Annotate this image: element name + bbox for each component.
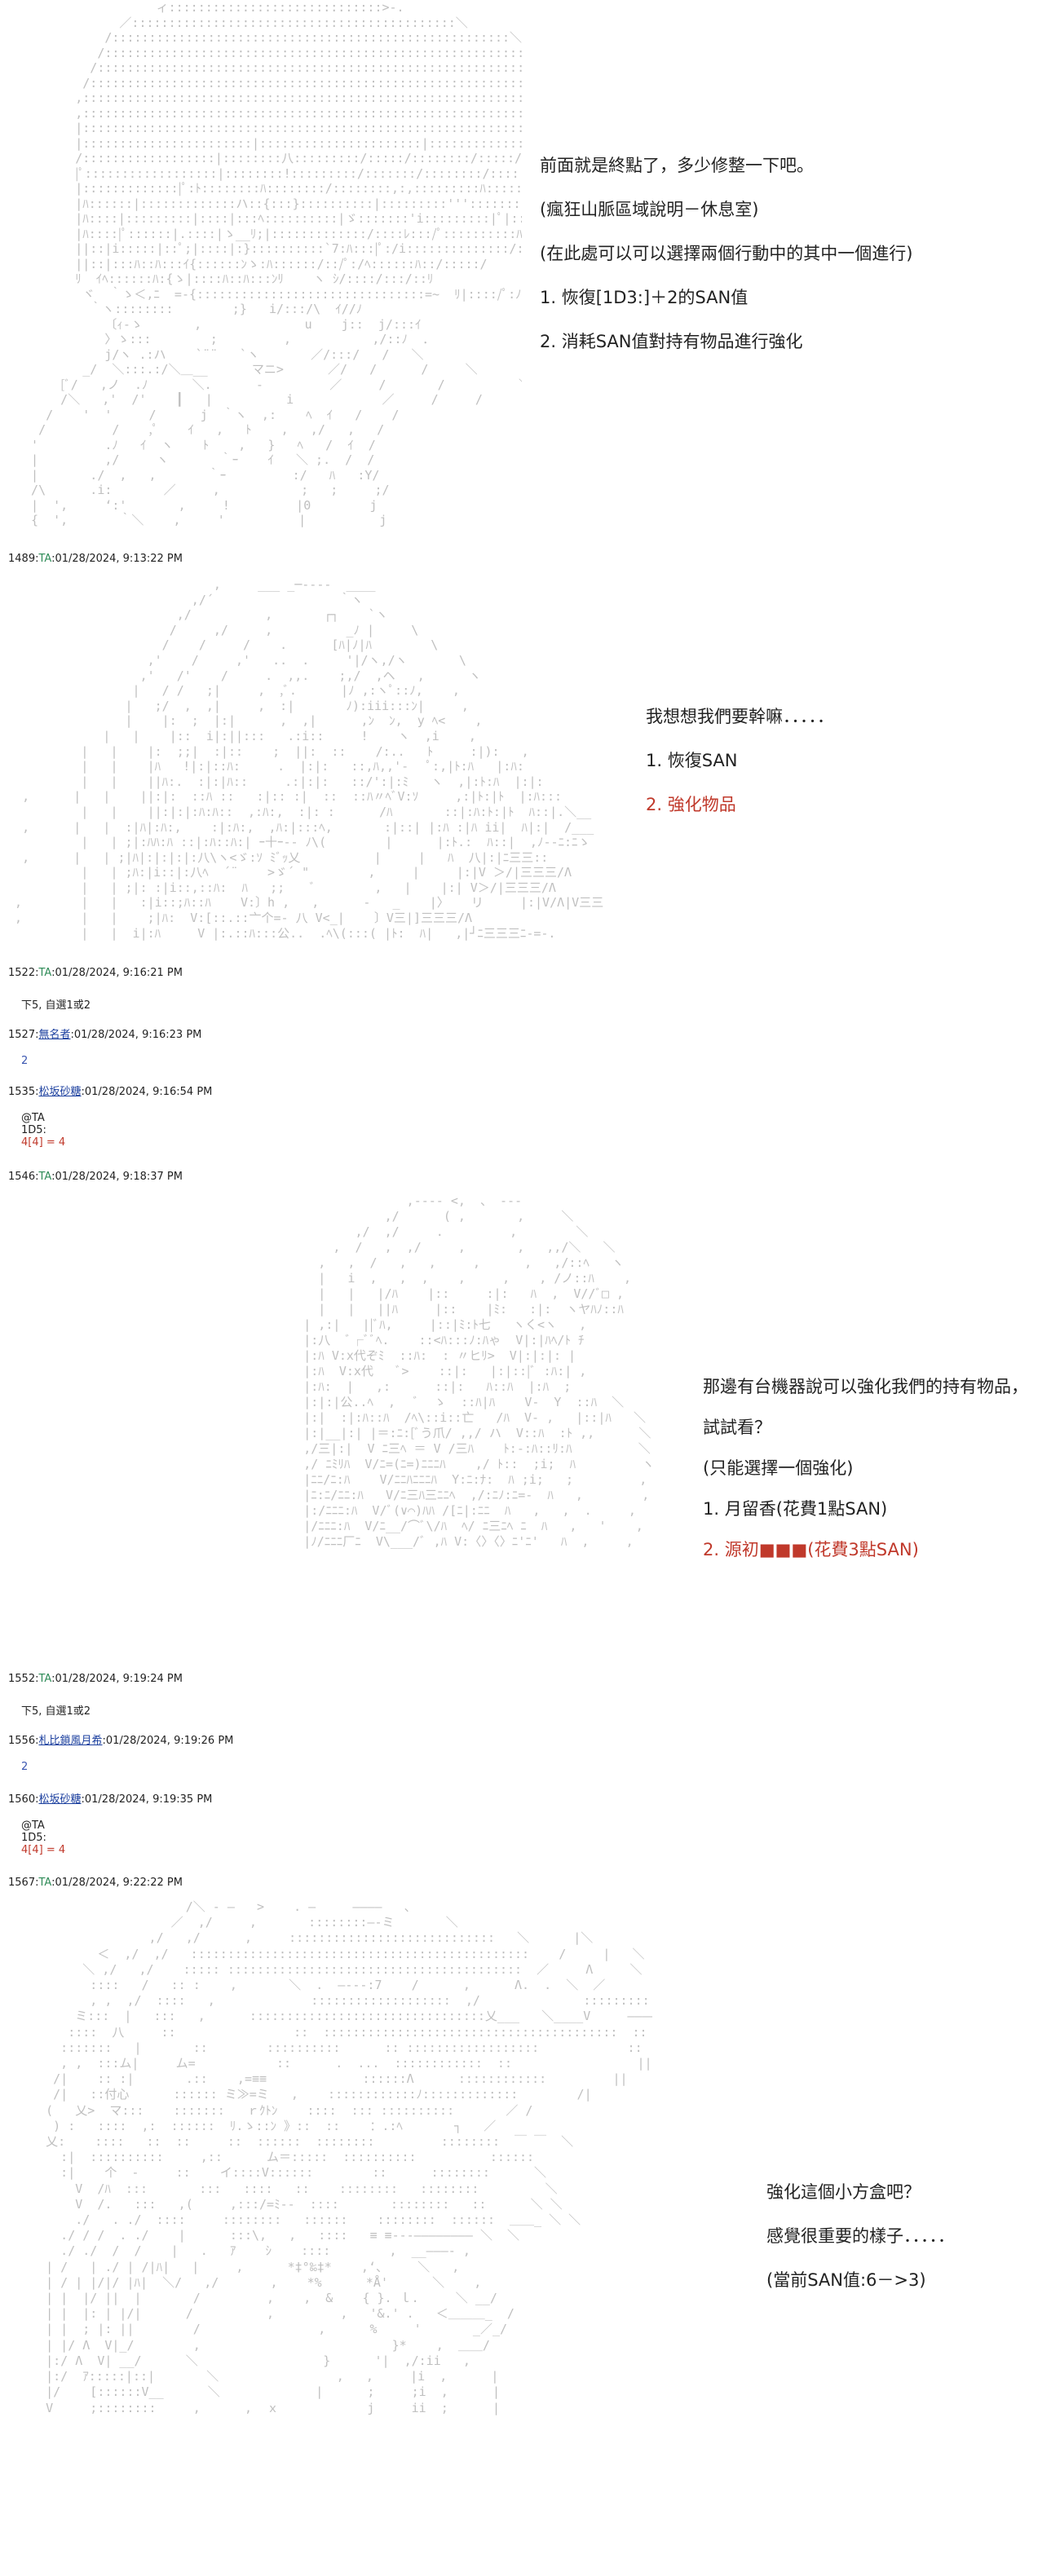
post-time: :01/28/2024, 9:19:26 PM: [102, 1735, 234, 1747]
narration-line-selected: 2. 源初■■■(花費3點SAN): [703, 1540, 919, 1559]
narration-line: 那邊有台機器說可以強化我們的持有物品，: [703, 1377, 1028, 1396]
dice-command: 1D5:: [21, 1124, 46, 1136]
narration-line: 2. 消耗SAN值對持有物品進行強化: [540, 332, 803, 351]
dice-command: 1D5:: [21, 1832, 46, 1844]
post-header: 1560:松坂砂糖:01/28/2024, 9:19:35 PM: [8, 1793, 213, 1806]
post-header: 1527:無名者:01/28/2024, 9:16:23 PM: [8, 1029, 202, 1041]
narration-block-4: 強化這個小方盒吧？ 感覺很重要的樣子．．．．． (當前SAN值:6－>3): [766, 2170, 955, 2302]
post-body: 下5, 自選1或2: [21, 999, 91, 1012]
post-time: :01/28/2024, 9:16:21 PM: [51, 967, 183, 979]
ascii-art-character-3: ,---- <, 、 --- ,/ ( , , ＼ ,/ ,/ . , ＼ , …: [303, 1193, 655, 1549]
post-body: @TA 1D5: 4[4] = 4: [21, 1112, 65, 1149]
mention[interactable]: @TA: [21, 1820, 45, 1832]
narration-line: 1. 恢復[1D3:]＋2的SAN值: [540, 288, 749, 307]
post-number[interactable]: 1567: [8, 1877, 36, 1889]
narration-line: 前面就是終點了，多少修整一下吧。: [540, 156, 814, 175]
post-number[interactable]: 1552: [8, 1673, 36, 1685]
narration-line: (只能選擇一個強化): [703, 1458, 854, 1478]
post-body: 2: [21, 1055, 29, 1067]
post-number[interactable]: 1527: [8, 1029, 36, 1041]
post-header: 1546:TA:01/28/2024, 9:18:37 PM: [8, 1171, 183, 1183]
post-time: :01/28/2024, 9:16:23 PM: [70, 1029, 202, 1041]
narration-block-3: 那邊有台機器說可以強化我們的持有物品， 試試看？ (只能選擇一個強化) 1. 月…: [703, 1366, 1028, 1570]
narration-line: 1. 恢復SAN: [646, 751, 738, 770]
narration-line: 1. 月留香(花費1點SAN): [703, 1499, 888, 1519]
post-body: 2: [21, 1761, 29, 1773]
post-number[interactable]: 1546: [8, 1171, 36, 1183]
post-time: :01/28/2024, 9:18:37 PM: [51, 1171, 183, 1183]
poster-name[interactable]: TA: [38, 967, 52, 979]
post-body: 下5, 自選1或2: [21, 1705, 91, 1718]
poster-name[interactable]: 松坂砂糖: [38, 1086, 82, 1098]
post-number[interactable]: 1535: [8, 1086, 36, 1098]
poster-name[interactable]: TA: [38, 1171, 52, 1183]
ascii-art-character-4: /＼ ‐ ― > . ― ―――― 、 ／ ,/ , ::::::::―‐ミ ＼…: [46, 1899, 652, 2415]
post-number[interactable]: 1522: [8, 967, 36, 979]
narration-block-1: 前面就是終點了，多少修整一下吧。 (瘋狂山脈區域說明－休息室) (在此處可以可以…: [540, 143, 912, 364]
post-number[interactable]: 1556: [8, 1735, 36, 1747]
ascii-art-character-1: ィ:::::::::::::::::::::::::::::>‐. ／:::::…: [31, 0, 522, 527]
poster-name[interactable]: TA: [38, 1877, 52, 1889]
narration-line: 我想想我們要幹嘛．．．．．: [646, 707, 834, 726]
poster-name[interactable]: 松坂砂糖: [38, 1793, 82, 1806]
post-time: :01/28/2024, 9:19:35 PM: [81, 1793, 213, 1806]
post-time: :01/28/2024, 9:16:54 PM: [81, 1086, 213, 1098]
post-header: 1567:TA:01/28/2024, 9:22:22 PM: [8, 1877, 183, 1889]
post-header: 1489:TA:01/28/2024, 9:13:22 PM: [8, 553, 183, 565]
narration-line: (瘋狂山脈區域說明－休息室): [540, 200, 759, 219]
narration-line-selected: 2. 強化物品: [646, 795, 736, 814]
narration-line: 強化這個小方盒吧？: [766, 2182, 921, 2202]
poster-name[interactable]: 無名者: [38, 1029, 71, 1041]
poster-name[interactable]: TA: [38, 1673, 52, 1685]
dice-result: 4[4] = 4: [21, 1844, 66, 1856]
narration-line: (在此處可以可以選擇兩個行動中的其中一個進行): [540, 244, 913, 263]
post-header: 1556:札比鎖風月希:01/28/2024, 9:19:26 PM: [8, 1735, 234, 1747]
post-body: @TA 1D5: 4[4] = 4: [21, 1820, 65, 1856]
ascii-art-character-2: , ___ _─---- ____ ,/´ ｀ヽ ,/ , ┌┐ `ヽ / ,/…: [15, 577, 603, 941]
post-number[interactable]: 1560: [8, 1793, 36, 1806]
narration-line: (當前SAN值:6－>3): [766, 2270, 926, 2290]
dice-result: 4[4] = 4: [21, 1136, 66, 1149]
mention[interactable]: @TA: [21, 1112, 45, 1124]
post-time: :01/28/2024, 9:13:22 PM: [51, 553, 183, 565]
poster-name[interactable]: TA: [38, 553, 52, 565]
post-number[interactable]: 1489: [8, 553, 36, 565]
post-header: 1535:松坂砂糖:01/28/2024, 9:16:54 PM: [8, 1086, 213, 1098]
narration-block-2: 我想想我們要幹嘛．．．．． 1. 恢復SAN 2. 強化物品: [646, 695, 834, 827]
post-header: 1552:TA:01/28/2024, 9:19:24 PM: [8, 1673, 183, 1685]
poster-name[interactable]: 札比鎖風月希: [38, 1735, 103, 1747]
post-header: 1522:TA:01/28/2024, 9:16:21 PM: [8, 967, 183, 979]
post-time: :01/28/2024, 9:22:22 PM: [51, 1877, 183, 1889]
narration-line: 感覺很重要的樣子．．．．．: [766, 2226, 955, 2246]
narration-line: 試試看？: [703, 1418, 771, 1437]
post-time: :01/28/2024, 9:19:24 PM: [51, 1673, 183, 1685]
